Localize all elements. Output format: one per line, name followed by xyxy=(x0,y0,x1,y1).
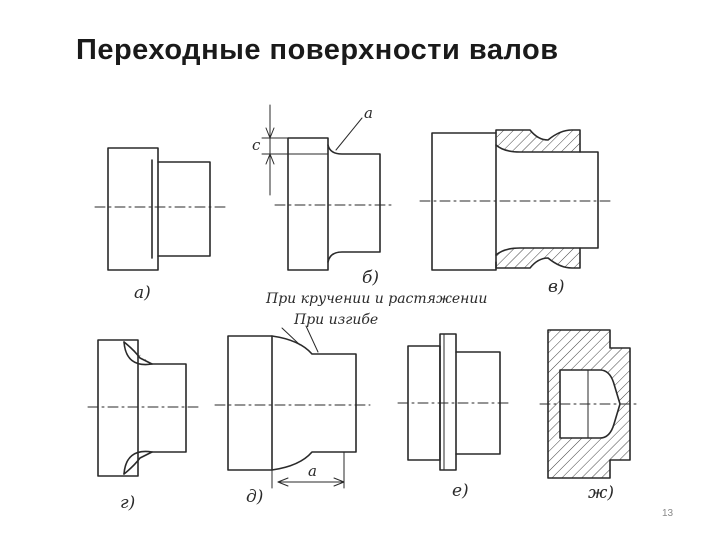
label-zh: ж) xyxy=(588,483,614,503)
figure-a-small-diameter xyxy=(157,161,211,257)
label-e: е) xyxy=(452,481,469,501)
figure-zh xyxy=(539,329,641,479)
label-b: б) xyxy=(362,268,379,288)
figure-v-ring-top xyxy=(495,129,581,153)
figure-b-fillet-shaft xyxy=(327,144,381,263)
figure-d-fillet-shaft xyxy=(271,335,357,471)
figure-e-collar xyxy=(439,333,457,471)
figure-d-arrow-left xyxy=(277,477,289,487)
label-a: а) xyxy=(134,283,151,303)
figure-d-leader-bending xyxy=(305,325,319,353)
figure-e xyxy=(397,333,513,471)
label-dim-c: с xyxy=(252,136,261,154)
label-d: д) xyxy=(246,487,263,507)
slide-title: Переходные поверхности валов xyxy=(76,34,559,66)
label-dim-a-top: а xyxy=(364,104,373,122)
figure-v-ring-bottom xyxy=(495,247,581,269)
figure-d-leader-torsion xyxy=(281,327,301,346)
figure-g-hatch-bottom xyxy=(123,451,153,475)
figure-b-leader-a xyxy=(335,117,363,151)
figure-a-large-diameter xyxy=(107,147,159,271)
figure-v-large-diameter xyxy=(431,132,497,271)
figure-g-large-diameter xyxy=(97,339,139,477)
page-number: 13 xyxy=(662,508,674,519)
label-g: г) xyxy=(120,493,135,513)
figure-d-large-diameter xyxy=(227,335,273,471)
figure-g-undercut-shaft xyxy=(123,341,187,475)
label-v: в) xyxy=(548,277,565,297)
figure-b-large-diameter xyxy=(287,137,329,271)
figure-a xyxy=(94,147,226,271)
note-torsion: При кручении и растяжении xyxy=(265,291,487,307)
figure-v xyxy=(419,129,611,271)
figure-b xyxy=(261,104,396,271)
figure-v-small-diameter xyxy=(579,151,599,249)
figure-g xyxy=(87,339,199,477)
label-dim-a-bottom: а xyxy=(308,462,317,480)
note-bending: При изгибе xyxy=(293,312,378,328)
figure-g-hatch-top xyxy=(123,341,153,365)
figure-d xyxy=(214,325,371,489)
